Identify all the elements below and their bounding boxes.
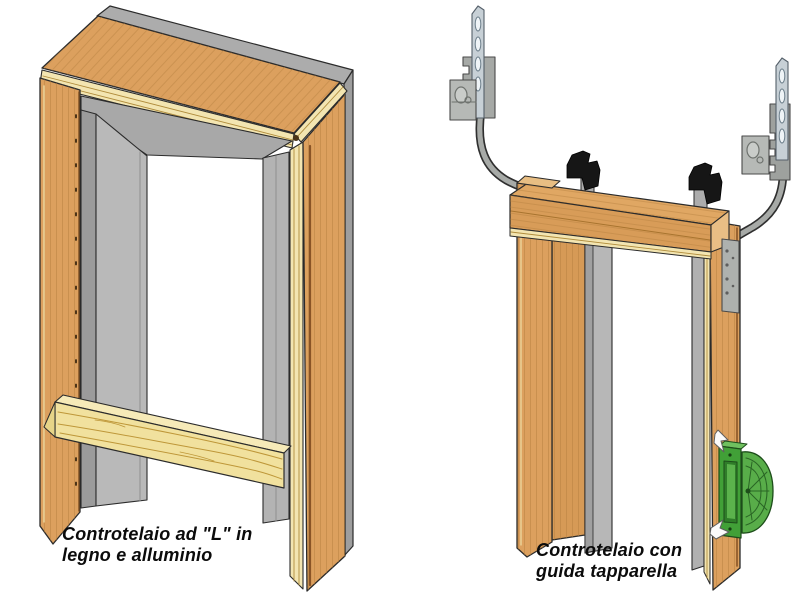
- caption-line-1: Controtelaio ad "L" in: [62, 524, 253, 544]
- wall-flange: [449, 79, 477, 121]
- left-counterframe-illustration: [39, 5, 354, 592]
- right-jamb-trim: [703, 225, 711, 585]
- trim-corner-notch: [293, 135, 299, 141]
- spreader-plank: [43, 394, 292, 489]
- right-shutter-guide: [691, 255, 705, 571]
- winder-body: [741, 451, 774, 534]
- left-jamb: [39, 77, 81, 545]
- left-diagram-caption: Controtelaio ad "L" in legno e alluminio: [62, 524, 252, 566]
- caption-line-2: guida tapparella: [536, 561, 678, 581]
- head-board: [41, 15, 341, 134]
- masonry-bracket-left: [449, 5, 558, 204]
- masonry-bracket-right: [720, 57, 791, 251]
- fastener-clip-bottom: [709, 519, 730, 540]
- guide-cap-left: [566, 150, 601, 191]
- head-reveal: [80, 95, 293, 160]
- right-jamb: [302, 93, 346, 592]
- caption-line-2: legno e alluminio: [62, 545, 213, 565]
- left-shutter-guide: [584, 194, 613, 554]
- head-rail-trim: [509, 227, 712, 260]
- left-jamb: [516, 182, 553, 558]
- left-jamb-cap: [516, 175, 561, 189]
- left-jamb-rear-fin: [551, 186, 586, 541]
- guide-cap-right: [688, 162, 723, 205]
- wall-flange: [741, 135, 770, 175]
- head-rail: [509, 182, 730, 260]
- right-diagram-caption: Controtelaio con guida tapparella: [536, 540, 682, 582]
- right-counterframe-illustration: [449, 5, 791, 591]
- right-jamb-trim: [289, 141, 304, 590]
- caption-line-1: Controtelaio con: [536, 540, 683, 560]
- fixing-plate: [721, 238, 740, 314]
- fastener-clip-top: [713, 429, 729, 453]
- belt-winder: [718, 440, 774, 539]
- plank-end: [43, 401, 56, 438]
